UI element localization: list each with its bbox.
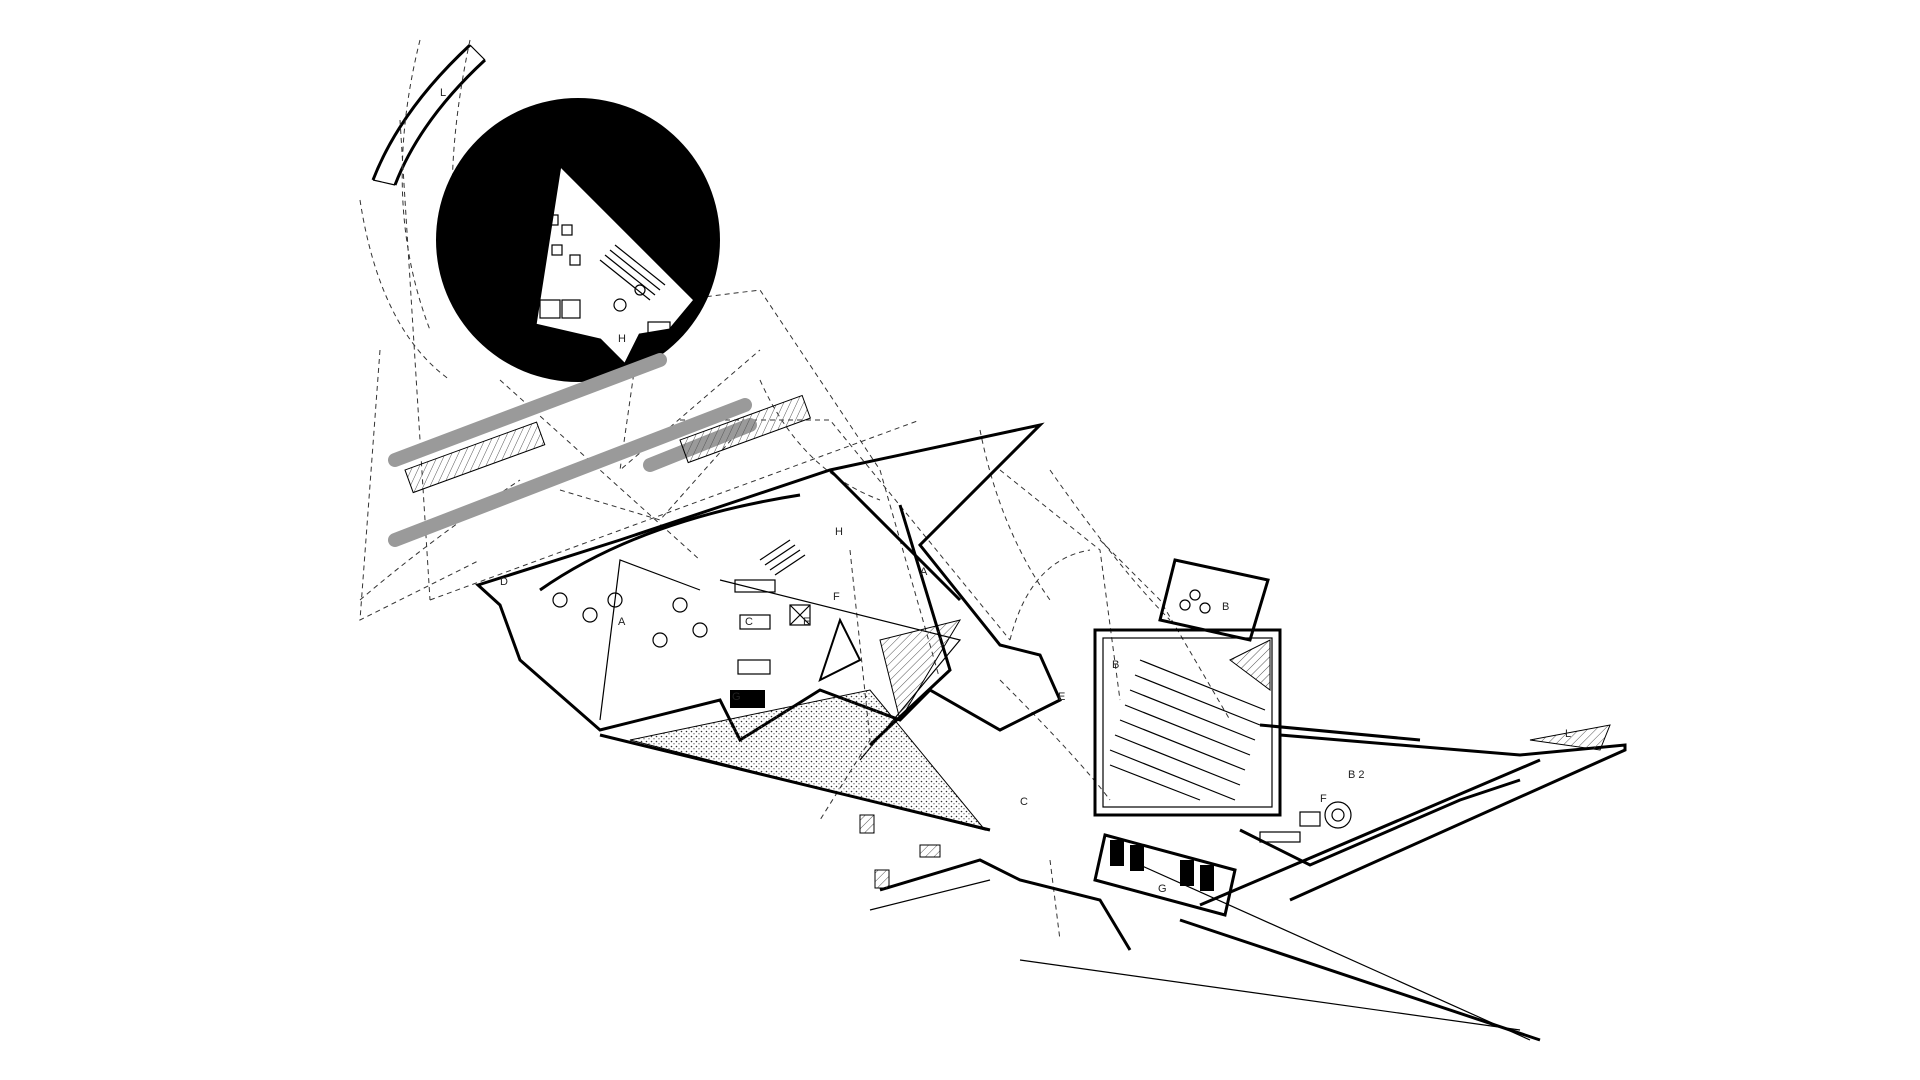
label-f-right: F (1320, 793, 1327, 805)
label-h-top: H (618, 333, 626, 345)
label-l-right: L (1565, 728, 1571, 740)
service-block: G (1093, 833, 1237, 917)
auditorium: B (1093, 628, 1282, 817)
label-f-left: F (833, 591, 840, 603)
label-a-left: A (618, 616, 626, 628)
dotted-path (599, 689, 991, 832)
label-c-left: C (745, 616, 753, 628)
east-wing: B 2 F L (1139, 723, 1627, 1042)
label-l-top: L (440, 87, 446, 99)
black-circle-pavilion: H (436, 98, 720, 382)
label-b2: B 2 (1348, 769, 1365, 781)
label-g-right: G (1158, 883, 1167, 895)
label-e-mid: E (1058, 691, 1065, 703)
label-g-left: G (732, 691, 741, 703)
label-b-top: B (1222, 601, 1229, 613)
zigzag-wall-south (869, 858, 1521, 1031)
label-e-left: E (803, 616, 810, 628)
grey-bars (388, 353, 812, 547)
label-c-bottom: C (1020, 796, 1028, 808)
curved-wall-north (371, 43, 487, 186)
main-wing: D A C E F H A G (475, 422, 1062, 761)
pavilion-b: B (1158, 558, 1270, 642)
label-b-auditorium: B (1112, 659, 1119, 671)
label-a-mid: A (920, 566, 928, 578)
label-h-mid: H (835, 526, 843, 538)
stair-marks (859, 814, 941, 889)
label-d: D (500, 576, 508, 588)
